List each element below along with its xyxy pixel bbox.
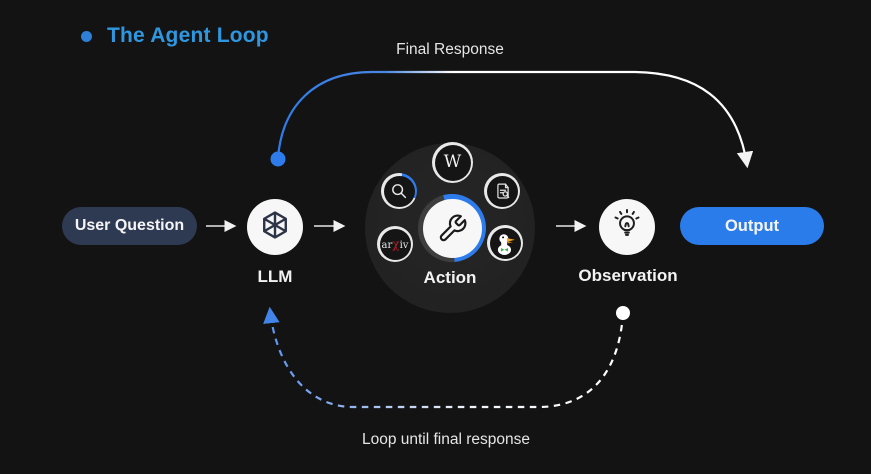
final-response-annotation: Final Response — [396, 41, 504, 58]
page-title: The Agent Loop — [107, 24, 269, 47]
loop-annotation: Loop until final response — [361, 431, 531, 448]
wikipedia-w-glyph: W — [443, 152, 462, 172]
observation-label: Observation — [578, 266, 678, 285]
lightbulb-icon — [610, 208, 644, 247]
wrench-icon — [422, 198, 482, 258]
bullet-icon — [81, 30, 92, 42]
arxiv-tool: arχiv — [377, 226, 413, 262]
output-node: Output — [680, 207, 824, 245]
search-tool — [381, 173, 417, 209]
wikipedia-icon: W — [434, 144, 471, 181]
output-label: Output — [724, 216, 780, 235]
search-icon — [383, 175, 415, 207]
user-question-label: User Question — [74, 217, 185, 234]
action-center-ring — [418, 194, 486, 262]
final-response-curve — [276, 70, 754, 169]
user-question-node: User Question — [62, 207, 197, 245]
wikipedia-tool: W — [432, 142, 473, 183]
llm-label: LLM — [257, 267, 293, 286]
document-search-tool — [484, 173, 520, 209]
hexagon-cube-icon — [258, 208, 292, 247]
loop-curve — [263, 306, 625, 409]
llm-node — [247, 199, 303, 255]
duckduckgo-tool — [487, 225, 523, 261]
document-search-icon — [486, 175, 518, 207]
final-response-start-dot — [270, 151, 286, 167]
slide-title: The Agent Loop — [81, 24, 269, 48]
observation-node — [599, 199, 655, 255]
loop-start-dot — [616, 306, 630, 320]
arxiv-logo-text: arχiv — [382, 237, 409, 251]
duckduckgo-icon — [489, 227, 521, 259]
action-label: Action — [423, 268, 477, 287]
arxiv-icon: arχiv — [379, 228, 411, 260]
